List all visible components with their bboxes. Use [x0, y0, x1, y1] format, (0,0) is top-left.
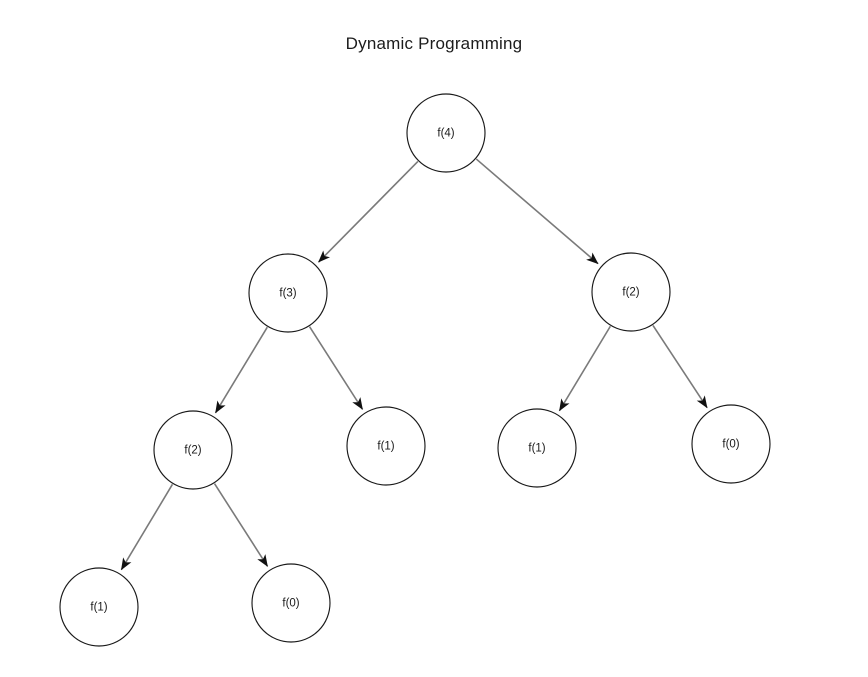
- tree-edge: [558, 325, 612, 412]
- tree-edge: [475, 158, 599, 265]
- tree-edge: [214, 326, 268, 414]
- node-label: f(0): [722, 439, 739, 451]
- tree-edge: [120, 483, 174, 571]
- node-circle: [251, 563, 331, 643]
- node-circle: [691, 404, 771, 484]
- node-circle: [248, 253, 328, 333]
- node-circle: [346, 406, 426, 486]
- tree-node[interactable]: f(0): [251, 563, 331, 643]
- node-circle: [497, 408, 577, 488]
- node-circle: [153, 410, 233, 490]
- tree-edge: [652, 324, 708, 409]
- tree-node[interactable]: f(3): [248, 253, 328, 333]
- tree-node[interactable]: f(2): [153, 410, 233, 490]
- tree-node[interactable]: f(0): [691, 404, 771, 484]
- node-label: f(2): [622, 287, 639, 299]
- node-circle: [406, 93, 486, 173]
- page-title: Dynamic Programming: [345, 34, 523, 53]
- tree-edge: [308, 326, 364, 410]
- node-circle: [59, 567, 139, 647]
- tree-edge: [213, 483, 269, 567]
- tree-node[interactable]: f(4): [406, 93, 486, 173]
- tree-edge: [318, 160, 419, 263]
- node-layer: f(4) f(3) f(2) f(2) f(1) f(1) f(0) f(1) f(0): [59, 93, 771, 647]
- node-label: f(1): [528, 443, 545, 455]
- tree-node[interactable]: f(1): [497, 408, 577, 488]
- node-label: f(2): [184, 445, 201, 457]
- tree-node[interactable]: f(2): [591, 252, 671, 332]
- tree-node[interactable]: f(1): [346, 406, 426, 486]
- node-circle: [591, 252, 671, 332]
- node-label: f(1): [90, 602, 107, 614]
- node-label: f(0): [282, 598, 299, 610]
- edge-layer: [120, 158, 708, 571]
- tree-node[interactable]: f(1): [59, 567, 139, 647]
- node-label: f(3): [279, 288, 296, 300]
- node-label: f(1): [377, 441, 394, 453]
- node-label: f(4): [437, 128, 454, 140]
